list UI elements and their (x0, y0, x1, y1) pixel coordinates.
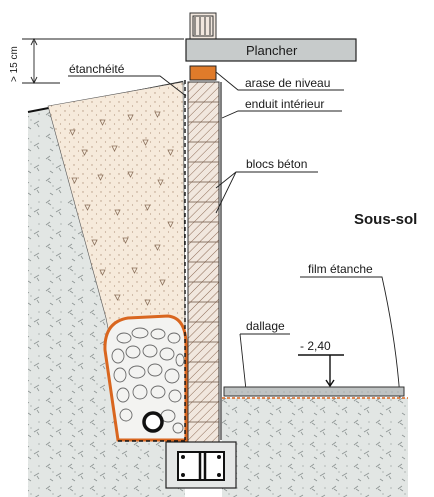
height-dimension-label: > 15 cm (9, 46, 20, 82)
enduit-leader (221, 110, 342, 119)
etancheite-leader (68, 75, 187, 97)
dallage-leader (239, 333, 290, 391)
floor-slab (185, 38, 357, 62)
upper-wall (189, 12, 217, 40)
enduit-label: enduit intérieur (245, 97, 324, 111)
blocs-leader (215, 171, 318, 214)
blocs-label: blocs béton (246, 157, 307, 171)
backfill-gravel-marks (69, 111, 174, 306)
arase-label: arase de niveau (245, 76, 330, 90)
ground-right (222, 398, 408, 497)
drain-pipe (142, 411, 164, 433)
level-label: - 2,40 (300, 339, 331, 353)
sous-sol-label: Sous-sol (354, 211, 417, 228)
drain-stones (111, 327, 185, 434)
footing (165, 441, 237, 489)
etancheite-label: étanchéité (69, 62, 125, 76)
height-dimension (22, 37, 184, 85)
film-leader (300, 276, 401, 399)
arase-leader (215, 71, 344, 91)
arase-level (189, 65, 217, 81)
dallage-label: dallage (246, 319, 285, 333)
film-label: film étanche (308, 262, 373, 276)
plancher-label: Plancher (246, 43, 298, 58)
dallage-slab (223, 386, 405, 397)
level-marker (298, 354, 344, 388)
concrete-block-wall (187, 81, 220, 443)
